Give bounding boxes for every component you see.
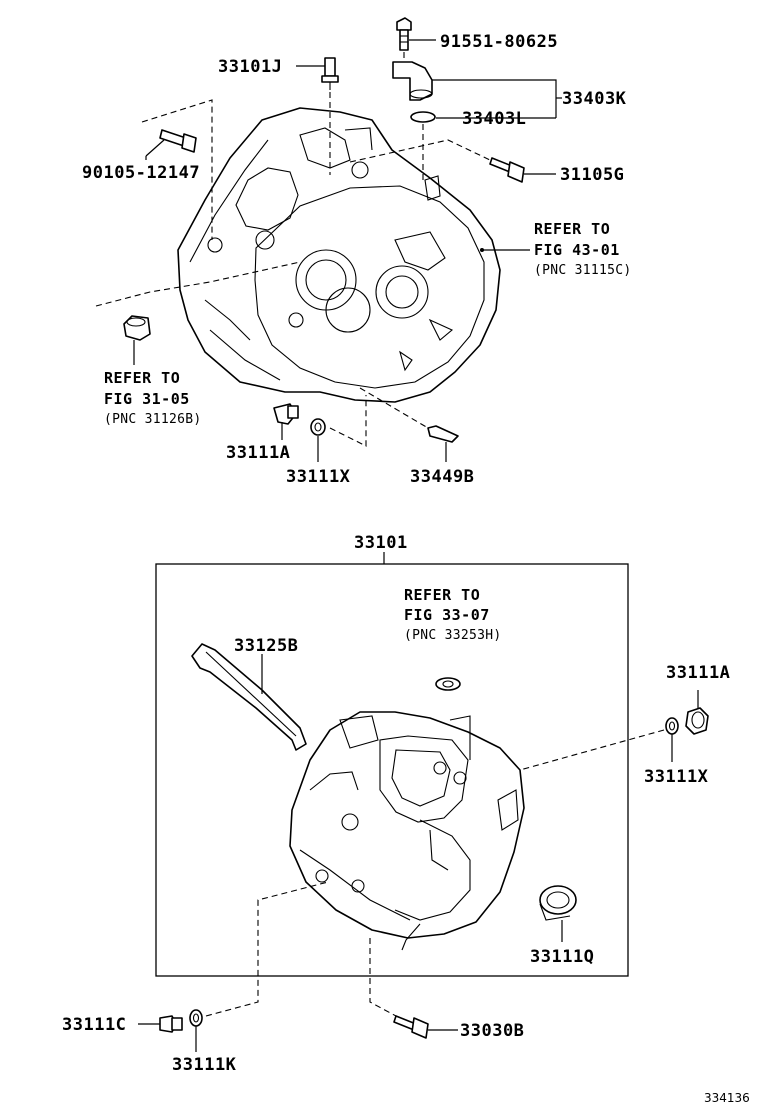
- ref-43-line2: FIG 43-01: [534, 241, 620, 259]
- ref-43-line3: (PNC 31115C): [534, 263, 632, 278]
- drain-plug-33111A-top-icon: [273, 403, 299, 425]
- grommet-31126B-icon: [123, 315, 151, 341]
- o-ring-33449B-icon: [427, 425, 459, 443]
- label-33111C: 33111C: [62, 1015, 126, 1035]
- ref-33-line3: (PNC 33253H): [404, 628, 502, 643]
- transaxle-case-drawing: [289, 711, 525, 951]
- drain-plug-33111C-icon: [159, 1015, 183, 1033]
- drain-plug-33111A-bottom-icon: [685, 707, 709, 735]
- ref-31-line2: FIG 31-05: [104, 390, 190, 408]
- label-33111A-top: 33111A: [226, 443, 290, 463]
- ref-31-line3: (PNC 31126B): [104, 412, 202, 427]
- oil-seal-33111Q-icon: [539, 885, 577, 921]
- label-33111X-top: 33111X: [286, 467, 351, 487]
- bolt-33030B-icon: [393, 1015, 429, 1039]
- label-33111X-bottom: 33111X: [644, 767, 709, 787]
- label-91551-80625: 91551-80625: [440, 32, 558, 52]
- o-ring-33403L-icon: [410, 111, 436, 123]
- label-33111Q: 33111Q: [530, 947, 594, 967]
- gasket-33111K-icon: [189, 1009, 203, 1027]
- label-33111A-bottom: 33111A: [666, 663, 730, 683]
- label-33111K: 33111K: [172, 1055, 237, 1075]
- label-31105G: 31105G: [560, 165, 624, 185]
- assembly-box-33101: [155, 563, 629, 977]
- ref-33-line1: REFER TO: [404, 586, 480, 604]
- bolt-31105G-icon: [489, 157, 525, 183]
- shift-lever-housing-33403K-icon: [392, 61, 433, 101]
- bolt-91551-80625-icon: [396, 17, 412, 51]
- figure-id: 334136: [704, 1091, 750, 1105]
- transaxle-housing-drawing: [177, 107, 501, 403]
- gasket-33111X-bottom-icon: [665, 717, 679, 735]
- bolt-90105-12147-icon: [159, 129, 197, 153]
- seal-33253H-icon: [435, 677, 461, 691]
- bracket-33125B-icon: [191, 643, 307, 751]
- label-33403K: 33403K: [562, 89, 627, 109]
- label-33101: 33101: [354, 533, 408, 553]
- label-33125B: 33125B: [234, 636, 298, 656]
- label-90105-12147: 90105-12147: [82, 163, 200, 183]
- label-33030B: 33030B: [460, 1021, 524, 1041]
- ref-33-line2: FIG 33-07: [404, 606, 490, 624]
- label-33101J: 33101J: [218, 57, 282, 77]
- label-33403L: 33403L: [462, 109, 526, 129]
- ref-43-line1: REFER TO: [534, 220, 610, 238]
- label-33449B: 33449B: [410, 467, 474, 487]
- gasket-33111X-top-icon: [310, 418, 326, 436]
- ref-31-line1: REFER TO: [104, 369, 180, 387]
- plug-33101J-icon: [321, 57, 339, 90]
